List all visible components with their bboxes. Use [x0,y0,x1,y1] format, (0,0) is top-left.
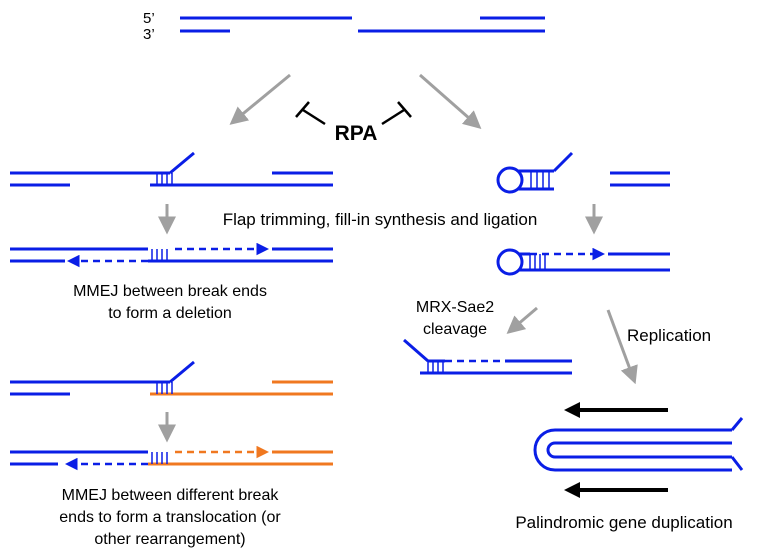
cleaved-pairs [427,361,444,373]
palindromic-duplex [533,417,744,472]
translocation-caption-line3: other rearrangement) [94,531,245,548]
mmej-intermediate [10,151,333,187]
translocation-product-pairs [151,452,168,464]
left-pathway-arrow [229,73,291,125]
rpa-label: RPA [335,122,378,145]
translocation-product [10,445,333,471]
translocation-pairs [156,382,173,394]
right-pathway-arrow [419,73,482,129]
duplication-caption: Palindromic gene duplication [515,513,732,532]
rpa-inhibition-right [381,101,412,126]
hairpin-pairs [530,171,550,189]
broken-dna-duplex [180,16,545,33]
translocation-caption-line2: ends to form a translocation (or [59,509,281,526]
deletion-caption-line1: MMEJ between break ends [73,283,267,300]
deletion-caption-line2: to form a deletion [108,305,232,322]
three-prime-label: 3’ [143,26,155,43]
cleavage-caption-line1: MRX-Sae2 [416,299,494,316]
hairpin-intermediate [496,151,670,194]
replication-arrow [606,309,638,385]
cleaved-product [403,338,572,375]
replication-caption: Replication [627,326,711,345]
filled-hairpin-pairs [529,254,546,270]
deletion-product [10,242,333,268]
five-prime-label: 5’ [143,10,155,27]
cleavage-caption-line2: cleavage [423,321,487,338]
deletion-pairs [151,249,168,261]
cleavage-arrow [506,306,538,334]
rpa-inhibition-left [295,101,326,126]
step-caption: Flap trimming, fill-in synthesis and lig… [223,210,538,229]
filled-hairpin [496,247,670,276]
translocation-intermediate [10,360,333,396]
microhomology-pairs [156,173,173,185]
translocation-caption-line1: MMEJ between different break [62,487,280,504]
